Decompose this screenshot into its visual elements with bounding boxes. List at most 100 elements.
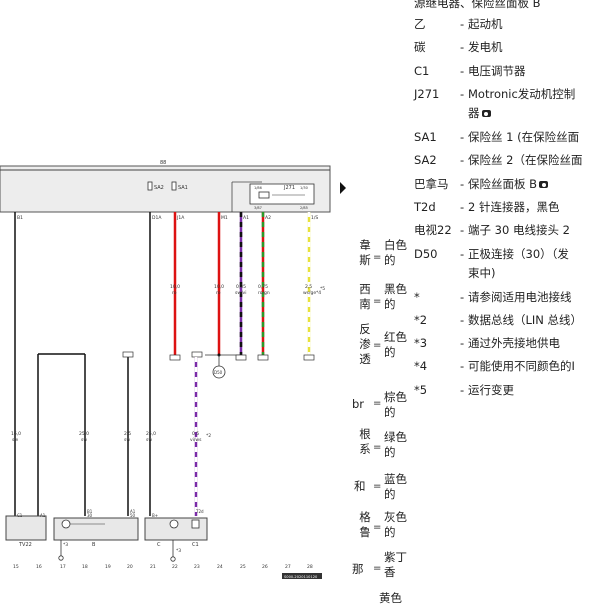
legend-desc: 束中): [468, 266, 496, 280]
cc-abbr: 西南: [359, 282, 371, 311]
component-label: B: [92, 542, 96, 548]
legend-desc: 保险丝 2（在保险丝面: [468, 153, 583, 167]
legend-desc: 保险丝 1 (在保险丝面: [468, 130, 580, 144]
grid-number: 21: [150, 564, 156, 570]
asterisk-note: *5: [320, 286, 325, 292]
bottom-terminal: A1: [130, 509, 136, 514]
legend-code: 乙: [414, 17, 426, 31]
wire-size: 25,0: [146, 431, 156, 437]
cc-color: 黑色的: [384, 282, 407, 311]
legend-dash: -: [460, 336, 465, 350]
wire-size: 0,35: [236, 284, 246, 290]
legend-desc: 运行变更: [468, 383, 514, 397]
bottom-terminal: B1: [87, 509, 93, 514]
legend-dash: -: [460, 177, 465, 191]
legend-dash: -: [460, 247, 465, 261]
wire-connector: [235, 354, 247, 361]
cc-eq: =: [373, 522, 382, 533]
legend-code: *2: [414, 313, 428, 327]
legend-desc: 起动机: [468, 17, 503, 31]
fuse-sa2: [147, 181, 153, 191]
starter-symbol: [61, 519, 71, 529]
cc-eq: =: [373, 398, 382, 409]
grid-number: 27: [285, 564, 291, 570]
wire-size: 0,75: [258, 284, 268, 290]
legend-dash: -: [460, 383, 465, 397]
ref-code: S000-2020110120: [284, 575, 318, 579]
legend-code: 电视22: [414, 223, 452, 237]
cc-abbr: 那: [352, 562, 364, 576]
wire-size: 2,5: [124, 431, 131, 437]
legend-code: *3: [414, 336, 428, 350]
legend-code: *: [414, 290, 420, 304]
terminal-label: B1: [17, 215, 23, 221]
wire-size: 10,0: [170, 284, 180, 290]
legend-dash: -: [460, 40, 465, 54]
legend-desc: 电压调节器: [468, 64, 526, 78]
grid-number: 26: [262, 564, 268, 570]
ground-connection-d50: [212, 365, 226, 379]
relay-pin: 2/85: [300, 206, 308, 210]
cc-abbr: br: [352, 397, 365, 411]
legend-dash: -: [460, 17, 465, 31]
regulator-symbol: [191, 519, 200, 529]
legend-code: *4: [414, 359, 428, 373]
cc-color: 白色的: [384, 238, 407, 267]
wire-connector: [303, 354, 315, 361]
ground-dot: [58, 555, 64, 561]
legend-code: *5: [414, 383, 428, 397]
wire-color: sw: [81, 438, 87, 443]
cc-color: 绿色的: [384, 430, 407, 459]
wire-color: ro: [216, 290, 221, 296]
grid-number: 17: [60, 564, 66, 570]
asterisk-note: *3: [176, 548, 181, 554]
component-starter-b: [53, 517, 139, 541]
legend-dash: -: [460, 64, 465, 78]
bottom-terminal: B+: [152, 513, 158, 518]
fuse-sa1-label: SA1: [178, 185, 188, 191]
bottom-terminal: A1: [40, 513, 46, 518]
wire-size: 25,0: [79, 431, 89, 437]
legend-dash: -: [460, 200, 465, 214]
wire-connector: [191, 351, 203, 358]
grid-number: 24: [217, 564, 223, 570]
bottom-terminal: 30: [87, 513, 93, 518]
fuse-sa1: [171, 181, 177, 191]
legend-code: SA2: [414, 153, 437, 167]
component-label: C1: [192, 542, 199, 548]
legend-desc: 数据总线（LIN 总线）: [468, 313, 583, 327]
asterisk-note: *4: [316, 290, 321, 296]
legend-dash: -: [460, 223, 465, 237]
alternator-symbol: [169, 519, 179, 529]
grid-number: 15: [13, 564, 19, 570]
legend-desc: 正极连接（30）（发: [468, 247, 569, 261]
legend-desc: 发电机: [468, 40, 503, 54]
legend-code: J271: [414, 87, 440, 101]
relay-label: J271: [283, 185, 295, 191]
wire-color: ro/gn: [258, 290, 270, 296]
terminal-label: D1A: [152, 215, 162, 221]
legend-header: 源继电器、保险丝面板 B: [414, 0, 541, 10]
cc-eq: =: [373, 442, 382, 453]
wire-connector: [257, 354, 269, 361]
wire-size: 10,0: [214, 284, 224, 290]
wire-size: 0,5: [192, 431, 199, 437]
legend-dash: -: [460, 313, 465, 327]
legend-code: D50: [414, 247, 438, 261]
cc-abbr: 和: [354, 479, 366, 493]
wire-color: sw: [146, 438, 152, 443]
wire-color: ws/ge: [303, 290, 316, 296]
bus-label: 88: [160, 160, 166, 166]
grid-number: 25: [240, 564, 246, 570]
camera-icon: [481, 110, 491, 117]
grid-number: 23: [194, 564, 200, 570]
asterisk-note: *2: [206, 433, 211, 439]
relay-coil: [258, 191, 270, 199]
terminal-label: 1/S: [311, 215, 318, 221]
legend-desc: 可能使用不同颜色的I: [468, 359, 575, 373]
bottom-terminal: T2d: [195, 509, 204, 514]
ground-dot: [170, 556, 176, 562]
asterisk-note: *3: [63, 542, 68, 548]
legend-code: SA1: [414, 130, 437, 144]
relay-j271: [249, 183, 315, 205]
